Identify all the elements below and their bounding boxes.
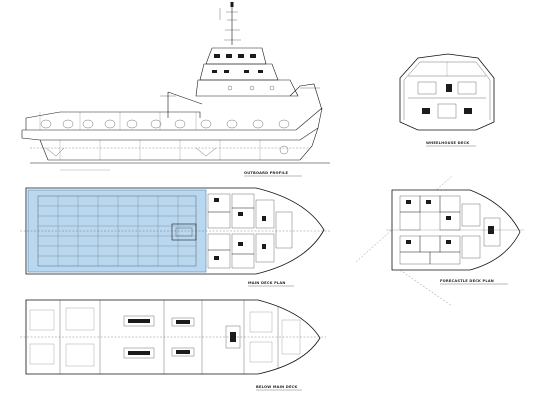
wheelhouse-deck-title: WHEELHOUSE DECK: [426, 141, 469, 145]
main-deck-accommodation: [207, 193, 293, 269]
below-main-deck-title: BELOW MAIN DECK: [256, 385, 297, 389]
outboard-profile-view: OUTBOARD PROFILE: [21, 2, 330, 177]
profile-hull: [21, 107, 323, 161]
forecastle-deck-plan-title: FORECASTLE DECK PLAN: [440, 279, 494, 283]
outboard-profile-title: OUTBOARD PROFILE: [244, 171, 288, 175]
below-deck-bulkheads: [59, 300, 279, 374]
main-engines: [123, 315, 195, 359]
superstructure: [195, 47, 323, 111]
bulwark: [25, 111, 201, 130]
below-main-deck-view: BELOW MAIN DECK: [20, 299, 326, 391]
deck-crane: [160, 91, 203, 118]
forecastle-sightline-lower: [399, 269, 453, 307]
cargo-deck-area: [27, 189, 207, 273]
towing-winch: [171, 223, 197, 241]
main-deck-plan-title: MAIN DECK PLAN: [248, 281, 286, 285]
mast: [219, 2, 241, 45]
below-deck-tanks: [29, 307, 301, 367]
main-deck-plan-view: MAIN DECK PLAN: [20, 187, 330, 287]
below-main-deck-hull-outline: [25, 299, 321, 375]
fenders: [40, 119, 290, 129]
wheelhouse-deck-view: WHEELHOUSE DECK: [399, 53, 495, 147]
forecastle-deck-plan-view: FORECASTLE DECK PLAN: [355, 175, 524, 307]
